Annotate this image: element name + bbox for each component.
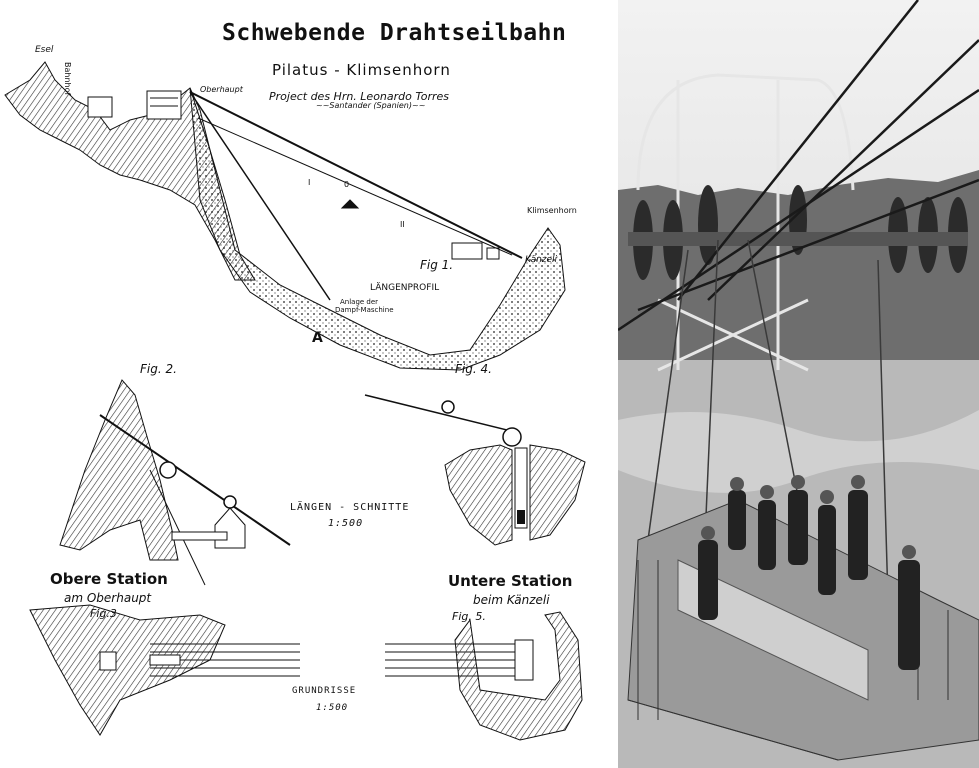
label-esel: Esel (35, 45, 54, 55)
label-obere-station: Obere Station (50, 570, 168, 588)
label-obere-sub: am Oberhaupt (64, 591, 152, 605)
label-point-two: II (400, 220, 405, 229)
label-anlage: Anlage der (340, 298, 379, 306)
left-mountain-esel (4, 61, 256, 281)
label-langenprofil: LÄNGENPROFIL (370, 283, 440, 293)
valley-ground (189, 87, 566, 371)
drawing-title: Schwebende Drahtseilbahn (222, 20, 567, 46)
passengers (698, 475, 920, 670)
lower-station-plan (385, 611, 583, 741)
label-fig5: Fig. 5. (452, 610, 486, 623)
photo-panel (618, 0, 979, 768)
pulley-wheels (628, 185, 968, 280)
label-fig2: Fig. 2. (140, 362, 177, 376)
label-klimsenhorn: Klimsenhorn (527, 206, 577, 215)
label-dampf-maschine: Dampf-Maschine (335, 306, 394, 314)
lower-station-section (364, 394, 586, 546)
label-scale-schnitte: 1:500 (328, 518, 364, 529)
label-kanzeli: Känzeli (525, 255, 558, 265)
technical-drawing-panel: Schwebende Drahtseilbahn Pilatus - Klims… (4, 20, 586, 741)
drawing-lines (4, 61, 586, 741)
cable-car-photo (618, 0, 979, 768)
label-fig3: Fig.3 (90, 607, 117, 620)
drawing-subtitle: Pilatus - Klimsenhorn (272, 61, 451, 79)
label-oberhaupt: Oberhaupt (200, 85, 243, 94)
label-bahnhof: Bahnhof (63, 62, 72, 96)
label-untere-station: Untere Station (448, 572, 573, 590)
project-line: Project des Hrn. Leonardo Torres (269, 90, 450, 103)
panel-divider (614, 0, 618, 768)
cable-lines (189, 91, 523, 301)
label-point-one: I (308, 178, 311, 187)
label-point-a: A (312, 330, 323, 346)
label-grundrisse: GRUNDRISSE (292, 686, 357, 696)
upper-station-plan (29, 604, 300, 736)
project-location: ~~Santander (Spanien)~~ (316, 101, 426, 110)
label-fig4: Fig. 4. (455, 362, 492, 376)
label-langen-schnitte: LÄNGEN - SCHNITTE (290, 502, 410, 513)
label-untere-sub: beim Känzeli (473, 593, 550, 607)
upper-station-section (59, 379, 291, 586)
station-buildings (87, 90, 500, 260)
label-fig1: Fig 1. (420, 258, 454, 272)
label-point-zero: 0 (344, 180, 350, 189)
label-scale-grundrisse: 1:500 (316, 703, 349, 713)
